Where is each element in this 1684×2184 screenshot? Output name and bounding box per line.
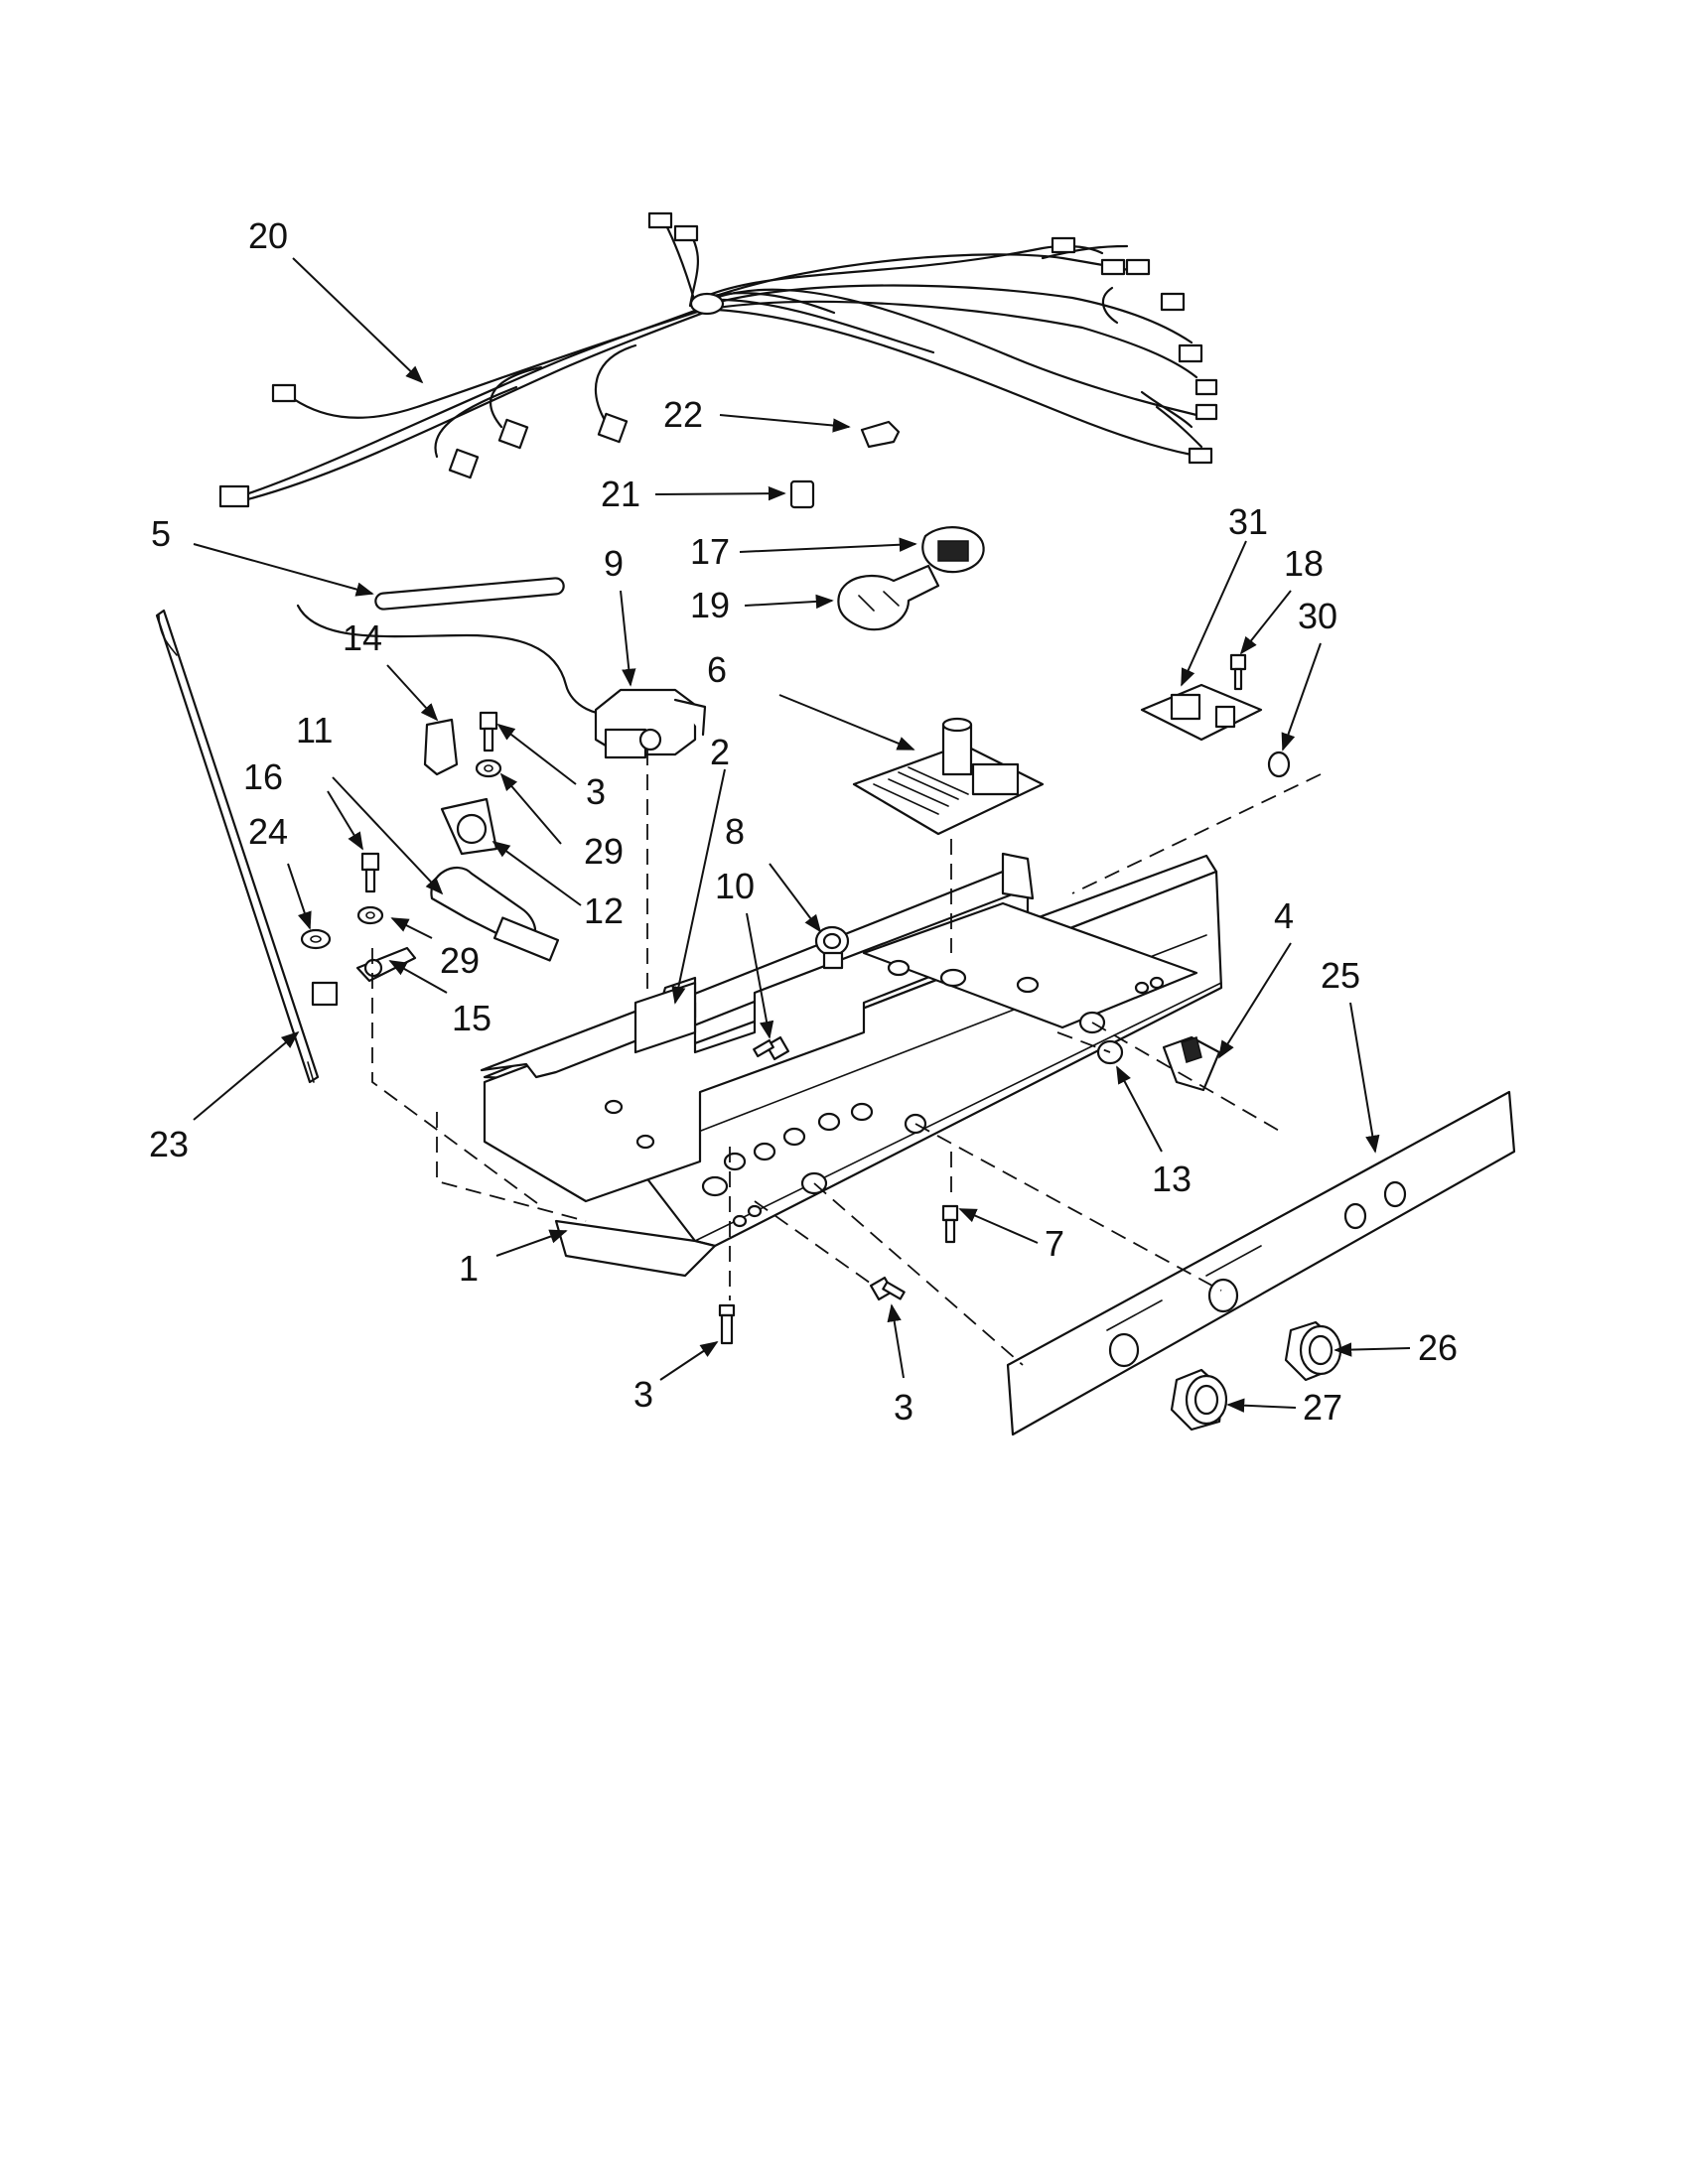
- thermostat: [594, 688, 707, 759]
- washer: [300, 928, 332, 950]
- callout-25: 25: [1321, 955, 1360, 996]
- screw: [753, 1035, 790, 1061]
- callout-31: 31: [1228, 501, 1268, 542]
- harness-retainer: [789, 479, 815, 509]
- control-knob: [1284, 1320, 1342, 1382]
- callout-3-middle: 3: [894, 1387, 913, 1428]
- callout-22: 22: [663, 394, 703, 435]
- bracket: [423, 718, 459, 776]
- callout-17: 17: [690, 531, 730, 572]
- screw: [1229, 653, 1247, 691]
- damper-lever: [311, 946, 417, 1007]
- callout-13: 13: [1152, 1159, 1192, 1199]
- callout-27: 27: [1303, 1387, 1342, 1428]
- callout-14: 14: [343, 617, 382, 658]
- light-socket: [921, 526, 985, 574]
- assembly-lines: [371, 750, 1322, 1366]
- washer: [356, 905, 384, 925]
- callout-12: 12: [584, 890, 624, 931]
- relay-board: [1140, 683, 1263, 742]
- callout-3-upper: 3: [586, 771, 606, 812]
- screw: [869, 1276, 906, 1301]
- light-switch: [1162, 1035, 1221, 1092]
- callout-labels: 20 22 21 5 9 17 19 31 18 30 6 14 3 11 2 …: [149, 215, 1458, 1428]
- callout-29-upper: 29: [584, 831, 624, 872]
- callout-3-bottom: 3: [633, 1374, 653, 1415]
- control-housing: [480, 852, 1223, 1278]
- callout-7: 7: [1045, 1223, 1064, 1264]
- callout-23: 23: [149, 1124, 189, 1164]
- callout-11: 11: [296, 710, 333, 751]
- callout-16: 16: [243, 756, 283, 797]
- callout-24: 24: [248, 811, 288, 852]
- mounting-bracket: [440, 797, 498, 856]
- washer: [475, 758, 502, 778]
- control-board: [852, 717, 1045, 836]
- grommet: [814, 925, 850, 970]
- callout-4: 4: [1274, 895, 1294, 936]
- light-bulb: [837, 564, 940, 631]
- callout-15: 15: [452, 998, 491, 1038]
- callout-29-lower: 29: [440, 940, 480, 981]
- callout-20: 20: [248, 215, 288, 256]
- nut: [1267, 751, 1291, 778]
- damper-control: [430, 867, 560, 962]
- wire-clip: [860, 420, 901, 449]
- callout-30: 30: [1298, 596, 1337, 636]
- screw: [479, 711, 498, 752]
- control-knob: [1170, 1368, 1228, 1432]
- callout-2: 2: [710, 732, 730, 772]
- callout-1: 1: [459, 1248, 479, 1289]
- control-panel: [1006, 1090, 1516, 1436]
- screw: [941, 1204, 959, 1244]
- callout-9: 9: [604, 543, 624, 584]
- rod: [155, 609, 320, 1084]
- callout-5: 5: [151, 513, 171, 554]
- callout-19: 19: [690, 585, 730, 625]
- capillary-tube: [296, 577, 628, 716]
- callout-18: 18: [1284, 543, 1324, 584]
- leader-lines: [193, 257, 1411, 1413]
- screw: [718, 1303, 736, 1345]
- callout-21: 21: [601, 474, 640, 514]
- callout-10: 10: [715, 866, 755, 906]
- callout-6: 6: [707, 649, 727, 690]
- screw: [360, 852, 380, 893]
- callout-8: 8: [725, 811, 745, 852]
- wire-harness: [218, 211, 1218, 508]
- callout-26: 26: [1418, 1327, 1458, 1368]
